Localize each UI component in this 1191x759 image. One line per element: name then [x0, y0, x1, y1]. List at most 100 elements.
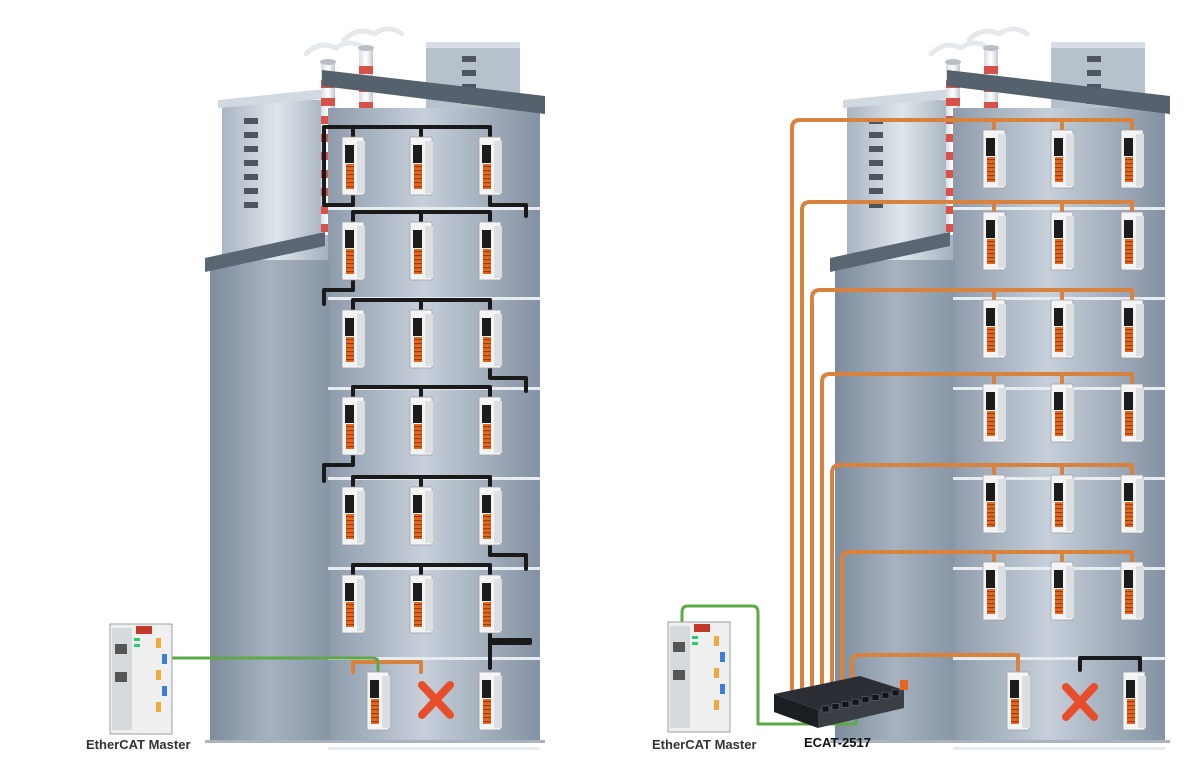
io-module-icon — [341, 221, 365, 281]
terminal-slot — [483, 532, 491, 534]
module-terminals — [1055, 327, 1063, 352]
module-side — [1066, 134, 1074, 186]
ground — [830, 740, 1170, 743]
module-side — [1136, 304, 1144, 356]
switch-port — [891, 689, 900, 697]
switch-port — [861, 696, 870, 704]
terminal-slot — [987, 175, 995, 177]
switch-front — [774, 694, 818, 728]
module-display — [413, 583, 422, 601]
module-terminals — [414, 337, 422, 362]
module-terminals — [346, 164, 354, 189]
module-terminals — [483, 514, 491, 539]
module-display — [986, 483, 995, 501]
module-side — [494, 141, 502, 193]
terminal-slot — [987, 245, 995, 247]
terminal-slot — [987, 345, 995, 347]
terminal-slot — [1125, 253, 1133, 255]
terminal-slot — [1055, 345, 1063, 347]
terminal-slot — [1127, 713, 1135, 715]
branch-cable — [800, 200, 1134, 692]
tower-window — [244, 160, 258, 166]
terminal-slot — [1055, 599, 1063, 601]
module-side — [357, 314, 365, 366]
module-display — [986, 392, 995, 410]
ground — [205, 740, 545, 743]
module-terminals — [1125, 589, 1133, 614]
terminal-slot — [1125, 508, 1133, 510]
terminal-slot — [1125, 333, 1133, 335]
terminal-slot — [1125, 241, 1133, 243]
module-side — [1138, 676, 1146, 728]
terminal-slot — [1055, 329, 1063, 331]
module-display — [1124, 308, 1133, 326]
chimney-stripe — [984, 102, 998, 110]
terminal-slot — [414, 178, 422, 180]
master-led-bar — [694, 624, 710, 632]
master-terminal — [156, 670, 161, 680]
module-terminals — [1125, 157, 1133, 182]
io-module-icon — [478, 309, 502, 369]
module-side — [425, 226, 433, 278]
terminal-slot — [414, 182, 422, 184]
terminal-slot — [987, 171, 995, 173]
bottom-cable — [1078, 656, 1142, 672]
master-label-right: EtherCAT Master — [652, 737, 757, 752]
module-terminals — [1055, 157, 1063, 182]
terminal-slot — [1055, 433, 1063, 435]
io-module-icon — [478, 574, 502, 634]
master-port — [115, 644, 127, 654]
terminal-slot — [1055, 425, 1063, 427]
terminal-slot — [1127, 709, 1135, 711]
terminal-slot — [346, 434, 354, 436]
module-display — [413, 495, 422, 513]
io-module-icon — [1120, 299, 1144, 359]
module-display — [1124, 392, 1133, 410]
terminal-slot — [987, 417, 995, 419]
terminal-slot — [346, 259, 354, 261]
terminal-slot — [414, 174, 422, 176]
terminal-slot — [1125, 599, 1133, 601]
terminal-slot — [483, 271, 491, 273]
branch-cable — [830, 463, 1134, 692]
module-side — [1136, 388, 1144, 440]
tower-window — [244, 188, 258, 194]
io-module-icon — [478, 396, 502, 456]
module-terminals — [987, 411, 995, 436]
main-roof — [947, 70, 1170, 114]
terminal-slot — [483, 267, 491, 269]
terminal-slot — [1125, 504, 1133, 506]
tower-window — [869, 174, 883, 180]
terminal-slot — [483, 186, 491, 188]
chain-return — [322, 125, 355, 207]
branch-cable — [840, 550, 1134, 692]
terminal-slot — [1055, 508, 1063, 510]
io-module-icon — [409, 486, 433, 546]
roof-block-top — [426, 42, 520, 48]
io-module-icon — [982, 211, 1006, 271]
module-display — [482, 680, 491, 698]
master-port — [115, 672, 127, 682]
module-terminals — [483, 249, 491, 274]
terminal-slot — [414, 620, 422, 622]
terminal-slot — [414, 166, 422, 168]
module-terminals — [346, 602, 354, 627]
terminal-slot — [1055, 249, 1063, 251]
terminal-slot — [414, 255, 422, 257]
terminal-slot — [1055, 520, 1063, 522]
roof-window — [462, 70, 476, 76]
floor-line — [328, 747, 540, 750]
module-terminals — [414, 249, 422, 274]
io-module-icon — [1120, 561, 1144, 621]
module-terminals — [346, 424, 354, 449]
terminal-slot — [483, 516, 491, 518]
module-terminals — [1125, 239, 1133, 264]
terminal-slot — [346, 339, 354, 341]
tower-roof — [843, 88, 960, 108]
terminal-slot — [371, 717, 379, 719]
module-display — [986, 220, 995, 238]
smoke — [928, 40, 992, 57]
module-terminals — [987, 327, 995, 352]
module-terminals — [483, 424, 491, 449]
chimney-stripe — [321, 98, 335, 106]
